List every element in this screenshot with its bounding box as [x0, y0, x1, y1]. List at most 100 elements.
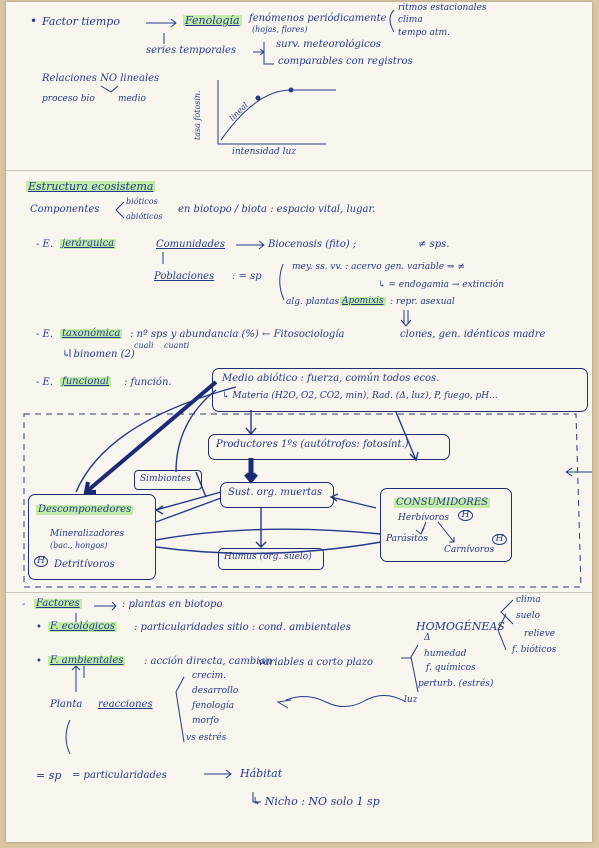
n-sps-text: : nº sps y abundancia (%) ← Fitosociolog…	[130, 329, 345, 340]
estructura-title: Estructura ecosistema	[26, 180, 156, 193]
simbiontes-box	[134, 470, 202, 490]
f-quimicos-text: f. químicos	[426, 663, 476, 673]
eq-sp-text: = sp	[36, 769, 62, 782]
humedad-text: humedad	[424, 649, 467, 659]
desarrollo-text: desarrollo	[192, 686, 239, 696]
eq-sp-text: : = sp	[232, 271, 262, 282]
mineralizadores-text: Mineralizadores	[50, 529, 125, 539]
funcion-text: : función.	[124, 377, 172, 388]
biotopo-text: en biotopo / biota : espacio vital, luga…	[178, 204, 376, 215]
productores-box	[208, 434, 450, 460]
series-temporales-text: series temporales	[146, 45, 237, 56]
biocenosis-text: Biocenosis (fito) ;	[268, 239, 357, 250]
fenologia-label: Fenología	[183, 14, 242, 27]
homogeneas-text: HOMOGÉNEAS	[416, 620, 505, 633]
bullet: •	[36, 656, 42, 667]
medio-abiotico-box	[212, 368, 588, 412]
handwritten-drawings	[23, 9, 592, 803]
particularidades2-text: = particularidades	[72, 770, 167, 781]
bullet: •	[36, 622, 42, 633]
funcional-label: funcional	[60, 376, 112, 387]
h-mark: H	[492, 534, 507, 545]
endogamia-text: ↳ = endogamia → extinción	[378, 280, 505, 290]
accion-text: : acción directa, cambian	[144, 656, 272, 667]
ambientales-label: F. ambientales	[48, 655, 126, 666]
comparables-text: comparables con registros	[278, 56, 413, 67]
consumidores-box	[380, 488, 512, 562]
page-divider	[6, 170, 592, 171]
sust-org-text: Sust. org. muertas	[228, 487, 323, 498]
factores-dash: -	[22, 599, 26, 610]
materia-text: ↳ Materia (H2O, O2, CO2, min), Rad. (Δ, …	[222, 391, 498, 401]
carnivoros-text: Carnívoros	[444, 545, 495, 555]
hojas-flores-text: (hojas, flores)	[252, 25, 308, 34]
simbiontes-text: Simbiontes	[140, 474, 191, 484]
planta-text: Planta	[50, 699, 83, 710]
notebook-page: • Factor tiempo Fenología fenómenos peri…	[6, 2, 592, 842]
morfo-text: morfo	[192, 716, 220, 726]
h-mark: H	[34, 556, 48, 567]
binomen-text: ↳ binomen (2)	[62, 349, 135, 360]
taxonomica-label: taxonómica	[60, 328, 123, 339]
crecim-text: crecim.	[192, 671, 226, 681]
ritmos-text: ritmos estacionales	[398, 3, 487, 13]
medio-text: medio	[118, 94, 146, 104]
sust-org-box	[220, 482, 334, 508]
habitat-text: Hábitat	[240, 767, 283, 780]
detritivoros-text: Detritívoros	[54, 559, 115, 570]
graph-axes	[217, 80, 326, 145]
h-mark: H	[458, 510, 473, 521]
medio-abiotico-text: Medio abiótico : fuerza, común todos eco…	[222, 373, 440, 384]
suelo-text: suelo	[516, 611, 541, 621]
proceso-bio-text: proceso bio	[42, 94, 95, 104]
brace-icon	[389, 9, 395, 33]
alg-plantas-text: alg. plantas :	[286, 297, 346, 307]
variables-text: variables a corto plazo	[258, 657, 373, 668]
relieve-text: relieve	[524, 629, 556, 639]
clones-text: clones, gen. idénticos madre	[400, 329, 546, 340]
mey-text: mey. ss. vv. : acervo gen. variable ⇒ ≠	[292, 262, 465, 272]
arrow-icon	[253, 48, 265, 56]
particularidades-text: : particularidades sitio : cond. ambient…	[134, 622, 351, 633]
clima-text: clima	[398, 15, 423, 25]
fenomenos-text: fenómenos periódicamente	[249, 13, 387, 24]
luz-text: luz	[404, 695, 418, 705]
factores-title: Factores	[34, 598, 82, 609]
delta-text: Δ	[424, 633, 431, 643]
ecologicos-label: F. ecológicos	[48, 621, 117, 632]
cuali-text: cuali	[134, 341, 154, 350]
taxonomica-prefix: - E.	[36, 329, 54, 340]
humus-box	[218, 548, 324, 570]
poblaciones-text: Poblaciones	[154, 271, 215, 282]
perturb-text: perturb. (estrés)	[418, 679, 494, 689]
comunidades-text: Comunidades	[156, 239, 226, 250]
apomixis-text: Apomixis	[340, 296, 386, 306]
dashed-region	[23, 413, 582, 588]
consumidores-text: CONSUMIDORES	[394, 497, 490, 508]
herbivoros-text: Herbívoros	[398, 513, 449, 523]
fenologia-text: fenología	[192, 701, 235, 711]
parasitos-text: Parásitos	[386, 534, 428, 544]
descomponedores-text: Descomponedores	[36, 504, 134, 515]
plantas-biotopo-text: : plantas en biotopo	[122, 599, 223, 610]
componentes-text: Componentes	[30, 204, 100, 215]
abioticos-text: abióticos	[126, 212, 163, 221]
clima-text: clima	[516, 595, 541, 605]
tempo-text: tempo atm.	[398, 28, 450, 38]
surv-meteorologicos-text: surv. meteorológicos	[276, 39, 381, 50]
vs-estres-text: vs estrés	[186, 733, 227, 743]
cuanti-text: cuanti	[164, 341, 190, 350]
humus-text: Humus (org. suelo)	[224, 552, 312, 562]
f-bioticos-text: f. bióticos	[512, 645, 557, 655]
nicho-text: ↳ Nicho : NO solo 1 sp	[252, 795, 380, 808]
factor-tiempo-label: Factor tiempo	[42, 15, 120, 28]
graph-ylabel: tasa fotosin.	[193, 90, 202, 140]
bioticos-text: bióticos	[126, 197, 158, 206]
funcional-prefix: - E.	[36, 377, 54, 388]
bac-hongos-text: (bac., hongos)	[50, 541, 108, 550]
sps-text: ≠ sps.	[418, 239, 450, 250]
jerarquica-label: jerárquica	[60, 238, 117, 249]
repr-text: : repr. asexual	[390, 297, 455, 307]
productores-text: Productores 1ºs (autótrofos: fotosínt.)	[216, 439, 409, 450]
graph-xlabel: intensidad luz	[232, 147, 297, 157]
